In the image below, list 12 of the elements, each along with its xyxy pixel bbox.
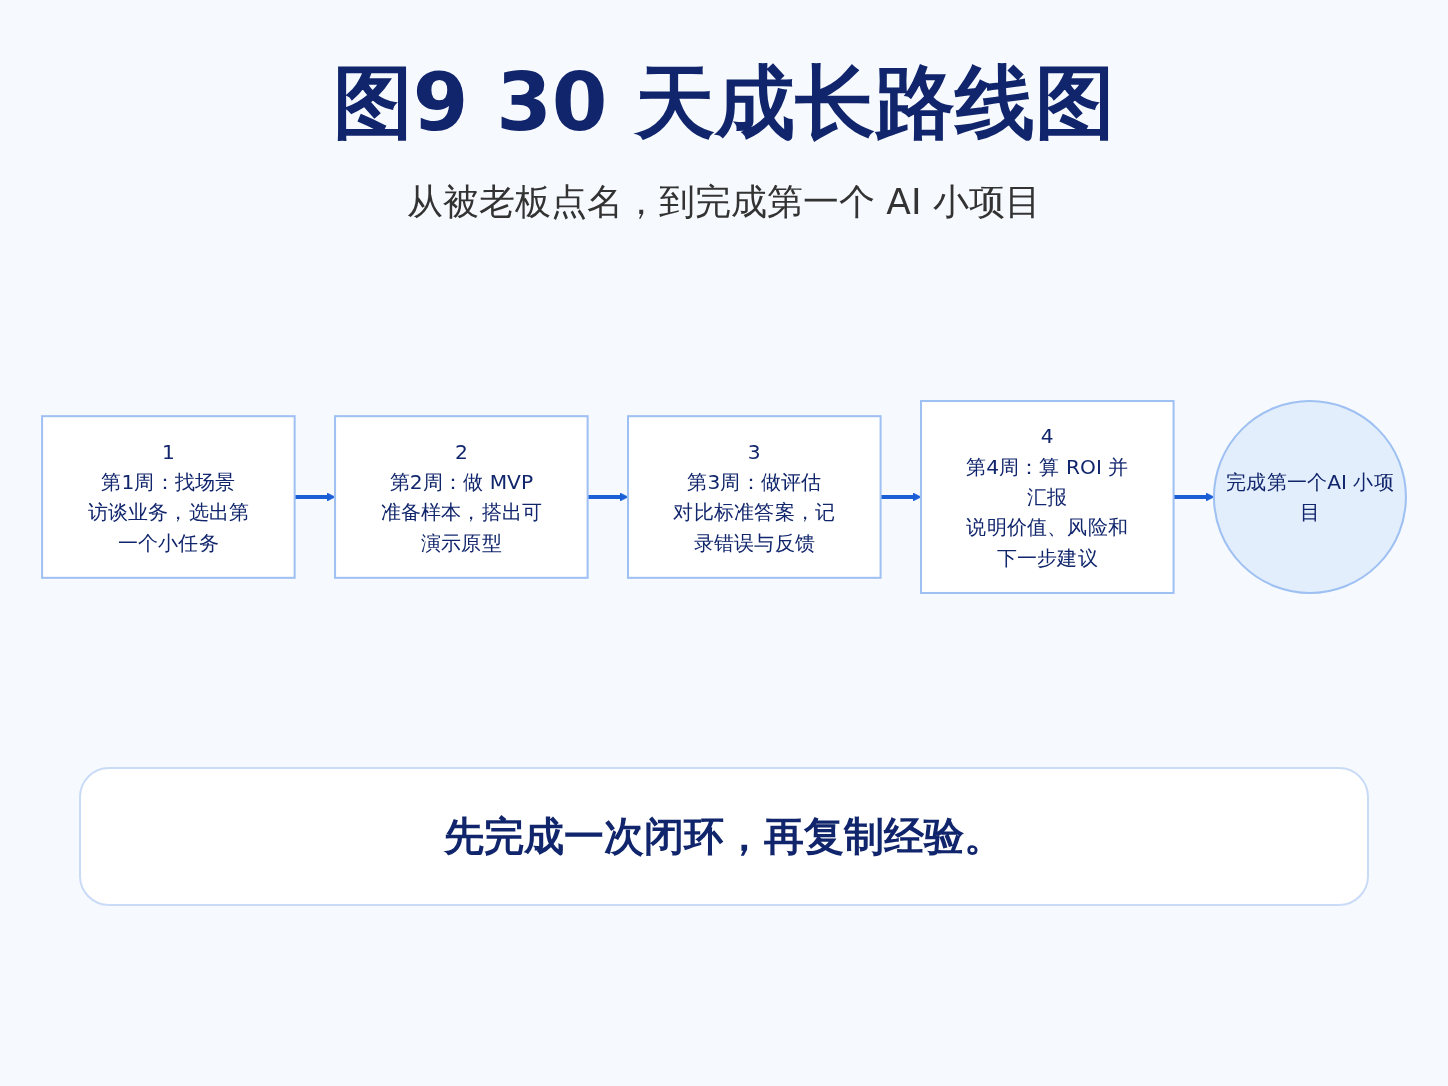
arrow (294, 492, 336, 502)
arrow (587, 492, 629, 502)
title: 图9 30 天成长路线图 (331, 55, 1117, 151)
node-circle: 完成第一个AI 小项目 (1212, 400, 1407, 594)
node-box: 2 第2周：做 MVP 准备样本，搭出可演示原型 (334, 415, 589, 579)
subtitle: 从被老板点名，到完成第一个 AI 小项目 (406, 180, 1042, 224)
node-box: 3 第3周：做评估 对比标准答案，记录错误与反馈 (627, 415, 882, 579)
node-box: 1 第1周：找场景 访谈业务，选出第一个小任务 (41, 415, 296, 579)
arrow (1173, 492, 1215, 502)
note-banner: 先完成一次闭环，再复制经验。 (79, 767, 1369, 906)
arrow (880, 492, 922, 502)
node-box: 4 第4周：算 ROI 并汇报 说明价值、风险和下一步建议 (920, 400, 1175, 594)
